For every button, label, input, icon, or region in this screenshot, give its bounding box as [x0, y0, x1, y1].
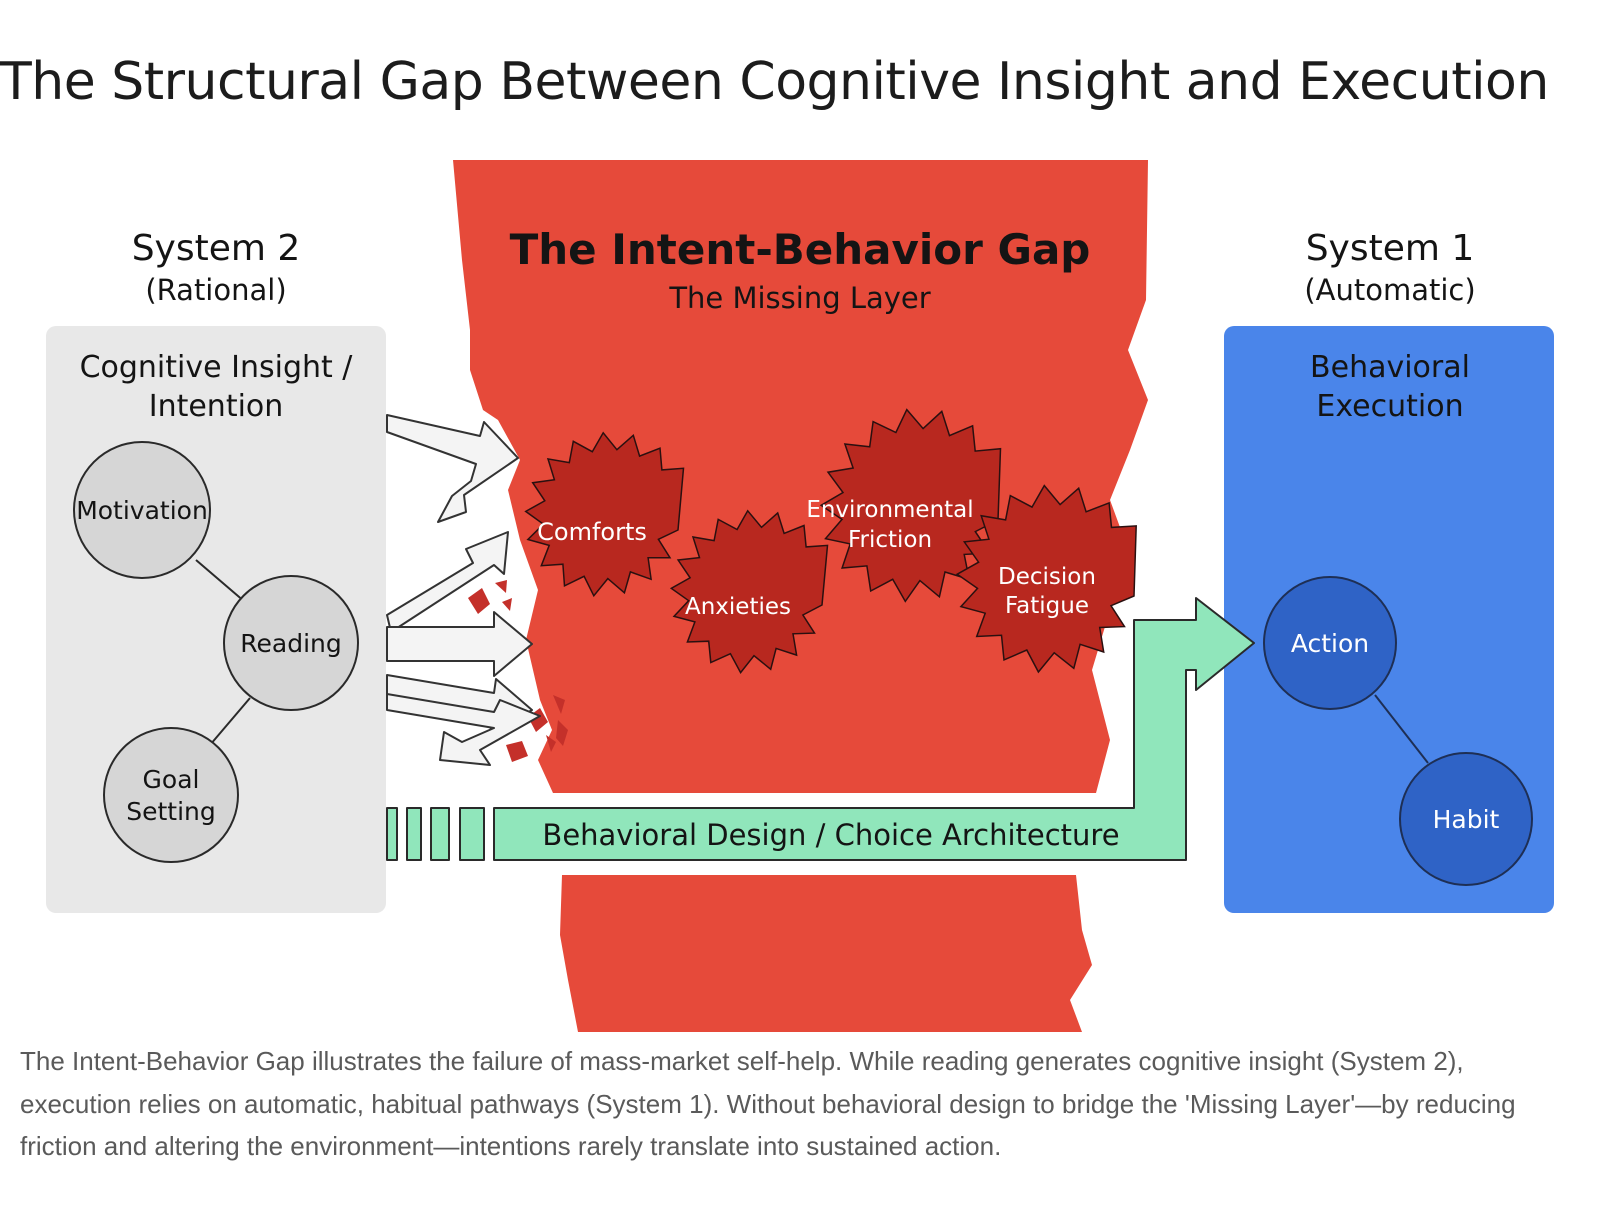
barrier-anxieties-label: Anxieties [685, 594, 791, 620]
system2-subtitle: (Rational) [145, 273, 286, 307]
bridge-arrow [493, 597, 1255, 861]
barrier-comforts-label: Comforts [537, 518, 647, 546]
node-motivation [73, 441, 211, 579]
node-goal-setting-label-line2: Setting [126, 797, 216, 826]
system2-title: System 2 [132, 228, 301, 269]
link-motivation-reading [195, 559, 246, 603]
node-action [1263, 576, 1397, 710]
bridge-segment-2 [406, 807, 422, 861]
barrier-anxieties-starburst [669, 509, 829, 674]
node-reading-label: Reading [240, 629, 341, 658]
barrier-decision-fatigue-label-line2: Fatigue [1005, 593, 1089, 619]
bridge-segment-3 [430, 807, 450, 861]
gap-region [453, 160, 1148, 1032]
system2-panel-title-line1: Cognitive Insight / [80, 350, 354, 385]
gap-upper-block [453, 160, 1148, 793]
system2-panel-title-line2: Intention [149, 389, 284, 424]
barrier-decision-fatigue-label-line1: Decision [998, 564, 1096, 590]
system1-title: System 1 [1306, 228, 1475, 269]
barrier-environmental-friction-label-line2: Friction [848, 527, 932, 553]
bridge-label: Behavioral Design / Choice Architecture [542, 818, 1119, 852]
node-goal-setting [103, 727, 239, 863]
node-reading [223, 575, 359, 711]
barriers: Comforts Anxieties Environmental Frictio… [524, 408, 1137, 674]
node-habit-label: Habit [1433, 805, 1500, 834]
link-action-habit [1374, 694, 1429, 764]
node-action-label: Action [1291, 629, 1369, 658]
barrier-environmental-friction-starburst [819, 408, 1002, 603]
node-goal-setting-label-line1: Goal [143, 765, 200, 794]
gap-title: The Intent-Behavior Gap [510, 225, 1091, 274]
arrow-deflected-upper [386, 414, 519, 523]
bridge-segment-4 [459, 807, 485, 861]
page-title: The Structural Gap Between Cognitive Ins… [0, 52, 1549, 112]
barrier-environmental-friction-label-line1: Environmental [806, 497, 973, 523]
system1-panel-title-line1: Behavioral [1310, 350, 1470, 385]
node-habit [1399, 752, 1533, 886]
link-reading-goal [209, 697, 251, 746]
barrier-comforts-starburst [524, 431, 685, 598]
arrow-deflected-lower [386, 693, 541, 766]
arrow-straight [386, 611, 533, 677]
gap-subtitle: The Missing Layer [668, 281, 930, 315]
gap-lower-block [560, 875, 1092, 1032]
crumble-fragments [468, 580, 568, 762]
arrow-up-right [386, 531, 509, 633]
bridge-segment-1 [386, 807, 398, 861]
system1-subtitle: (Automatic) [1304, 273, 1475, 307]
barrier-decision-fatigue-starburst [955, 484, 1137, 674]
node-motivation-label: Motivation [76, 496, 208, 525]
diagram-caption: The Intent-Behavior Gap illustrates the … [20, 1046, 1516, 1161]
intention-arrows [386, 414, 541, 766]
system1-panel-title-line2: Execution [1316, 389, 1463, 424]
behavioral-design-bridge [386, 597, 1255, 861]
